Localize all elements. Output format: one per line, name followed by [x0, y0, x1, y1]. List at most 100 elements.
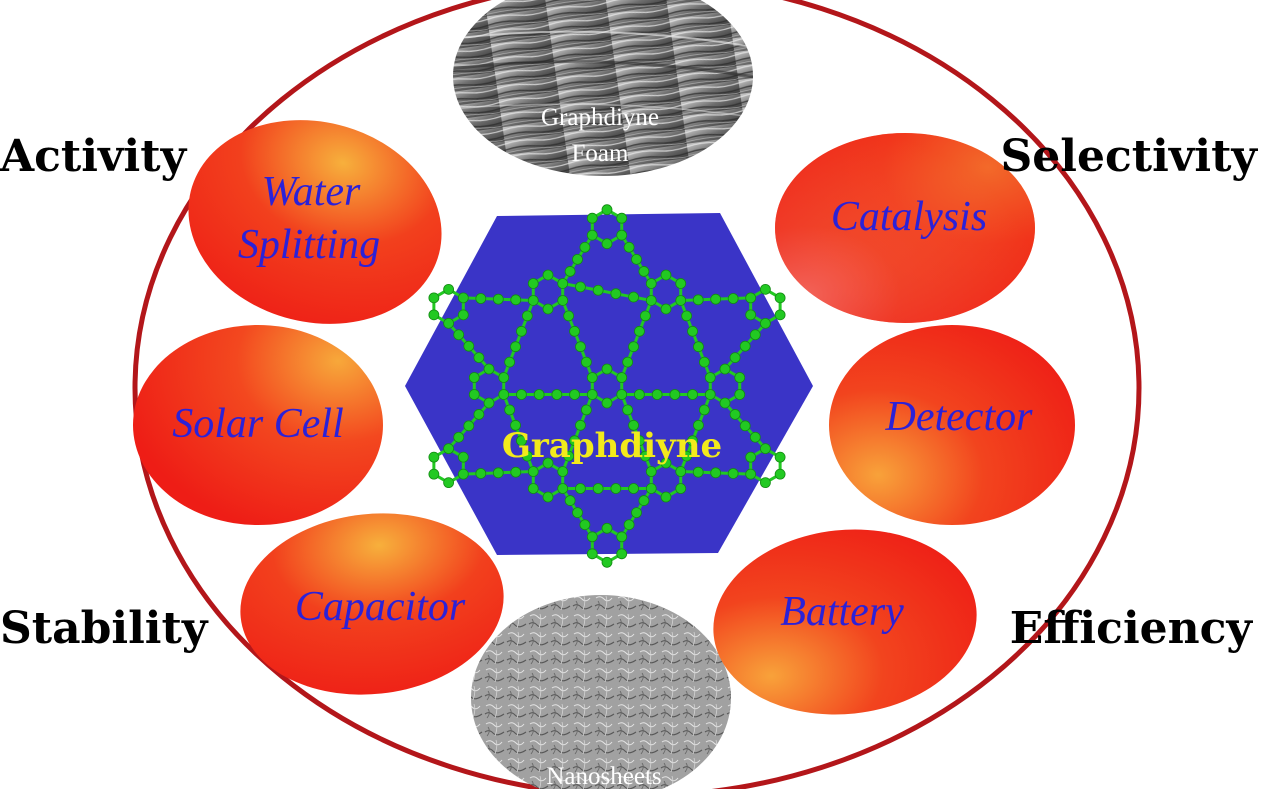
lattice-atom	[483, 397, 495, 409]
lattice-atom	[681, 310, 693, 322]
lattice-atom	[675, 483, 687, 494]
lattice-atom	[739, 420, 751, 432]
lattice-atom	[453, 431, 465, 443]
lattice-atom	[675, 278, 687, 289]
lattice-atom	[660, 269, 672, 281]
lattice-atom	[473, 409, 485, 420]
lattice-atom	[563, 310, 575, 322]
lattice-atom	[687, 389, 698, 400]
lattice-atom	[616, 212, 628, 224]
lattice-atom	[475, 468, 487, 479]
lattice-atom	[645, 295, 657, 306]
lattice-atom	[527, 295, 539, 306]
capacitor-label: Capacitor	[295, 584, 466, 630]
lattice-atom	[516, 435, 527, 447]
lattice-atom	[745, 309, 757, 321]
lattice-atom	[498, 389, 510, 400]
lattice-atom	[693, 419, 704, 431]
lattice-atom	[616, 372, 628, 383]
lattice-atom	[774, 292, 786, 304]
lattice-atom	[616, 531, 628, 543]
lattice-atom	[557, 483, 569, 494]
lattice-atom	[698, 404, 710, 416]
water-splitting-label-line2: Splitting	[238, 222, 380, 268]
lattice-atom	[504, 404, 516, 416]
lattice-atom	[443, 317, 455, 329]
lattice-atom	[729, 352, 741, 363]
lattice-atom	[498, 372, 510, 383]
lattice-atom	[504, 356, 516, 368]
lattice-atom	[692, 466, 704, 478]
lattice-atom	[628, 291, 639, 303]
lattice-atom	[660, 457, 672, 469]
lattice-atom	[704, 389, 716, 400]
lattice-atom	[428, 309, 440, 321]
lattice-atom	[443, 283, 455, 295]
lattice-atom	[473, 352, 485, 363]
lattice-atom	[687, 325, 698, 337]
lattice-atom	[586, 229, 598, 241]
application-solar-cell: Solar Cell	[133, 325, 383, 525]
lattice-atom	[483, 363, 495, 375]
corner-label-stability: Stability	[0, 603, 209, 654]
lattice-atom	[734, 372, 746, 383]
lattice-atom	[710, 467, 722, 479]
water-splitting-label-line1: Water	[262, 169, 361, 215]
lattice-atom	[645, 278, 657, 289]
lattice-atom	[669, 389, 681, 400]
lattice-atom	[610, 288, 622, 300]
lattice-atom	[693, 341, 704, 353]
application-capacitor: Capacitor	[240, 513, 504, 695]
lattice-atom	[749, 329, 761, 341]
lattice-atom	[639, 310, 651, 322]
lattice-atom	[492, 467, 504, 479]
graphdiyne-foam-photo: Graphdiyne Foam	[453, 0, 753, 176]
lattice-atom	[710, 293, 722, 305]
lattice-atom	[575, 483, 586, 494]
application-water-splitting: Water Splitting	[188, 120, 442, 324]
lattice-atom	[463, 420, 475, 432]
lattice-atom	[628, 341, 639, 353]
lattice-atom	[774, 451, 786, 463]
application-catalysis: Catalysis	[775, 133, 1035, 323]
lattice-atom	[510, 466, 522, 478]
lattice-atom	[557, 278, 569, 289]
graphdiyne-lattice	[428, 204, 786, 568]
lattice-atom	[634, 435, 645, 447]
lattice-atom	[729, 409, 741, 420]
lattice-atom	[675, 466, 687, 477]
lattice-atom	[638, 495, 650, 506]
lattice-atom	[527, 278, 539, 289]
lattice-atom	[592, 483, 604, 494]
lattice-atom	[533, 389, 545, 400]
lattice-atom	[759, 443, 771, 455]
lattice-atom	[453, 329, 465, 341]
lattice-atom	[601, 238, 613, 250]
lattice-atom	[569, 435, 580, 447]
catalysis-label: Catalysis	[831, 194, 987, 240]
corner-label-efficiency: Efficiency	[1010, 603, 1254, 654]
lattice-atom	[610, 483, 622, 494]
detector-label: Detector	[885, 394, 1034, 440]
lattice-atom	[586, 531, 598, 543]
lattice-atom	[759, 317, 771, 329]
lattice-atom	[651, 389, 663, 400]
lattice-atom	[557, 295, 569, 306]
lattice-atom	[692, 294, 704, 306]
lattice-atom	[631, 507, 642, 519]
lattice-atom	[749, 431, 761, 443]
lattice-atom	[638, 266, 650, 277]
lattice-atom	[759, 283, 771, 295]
lattice-atom	[443, 443, 455, 455]
lattice-atom	[687, 435, 698, 447]
lattice-atom	[572, 507, 583, 519]
graphdiyne-hexagon	[405, 213, 813, 555]
lattice-atom	[516, 325, 527, 337]
lattice-atom	[569, 389, 580, 400]
lattice-atom	[457, 292, 469, 304]
lattice-atom	[542, 303, 554, 315]
lattice-atom	[569, 325, 580, 337]
application-detector: Detector	[829, 325, 1075, 525]
lattice-atom	[463, 340, 475, 352]
lattice-atom	[745, 292, 757, 304]
